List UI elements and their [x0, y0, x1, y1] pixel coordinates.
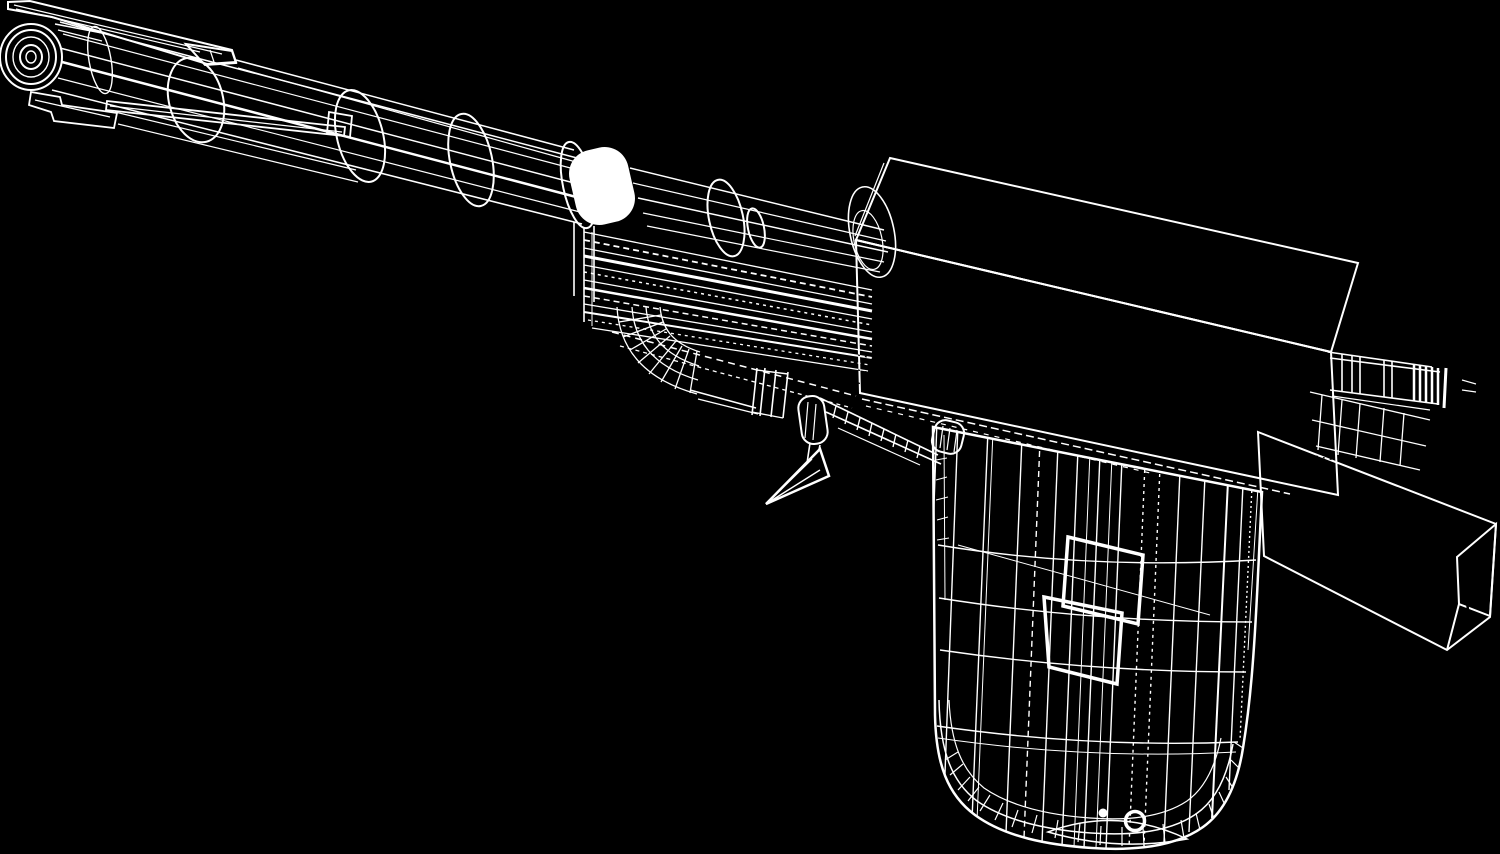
lower-rail-bracket [27, 90, 353, 139]
barrel-tube [51, 21, 897, 279]
grip-panel-recess [1042, 534, 1145, 687]
bolt-rail-lines [583, 228, 873, 409]
underside-fan-mesh [616, 306, 759, 415]
rear-cylinder-knob [1309, 351, 1477, 471]
base-screw-icon [1123, 809, 1147, 833]
grip-base-plate [1045, 808, 1190, 845]
stock-beam [1256, 430, 1498, 652]
sight-block [569, 147, 635, 302]
trigger-assembly [751, 367, 942, 506]
grip-wire-detail [933, 427, 1259, 849]
base-pin-icon [1098, 808, 1108, 818]
grip-housing [930, 419, 1264, 851]
grip-mount-knob [930, 419, 966, 455]
